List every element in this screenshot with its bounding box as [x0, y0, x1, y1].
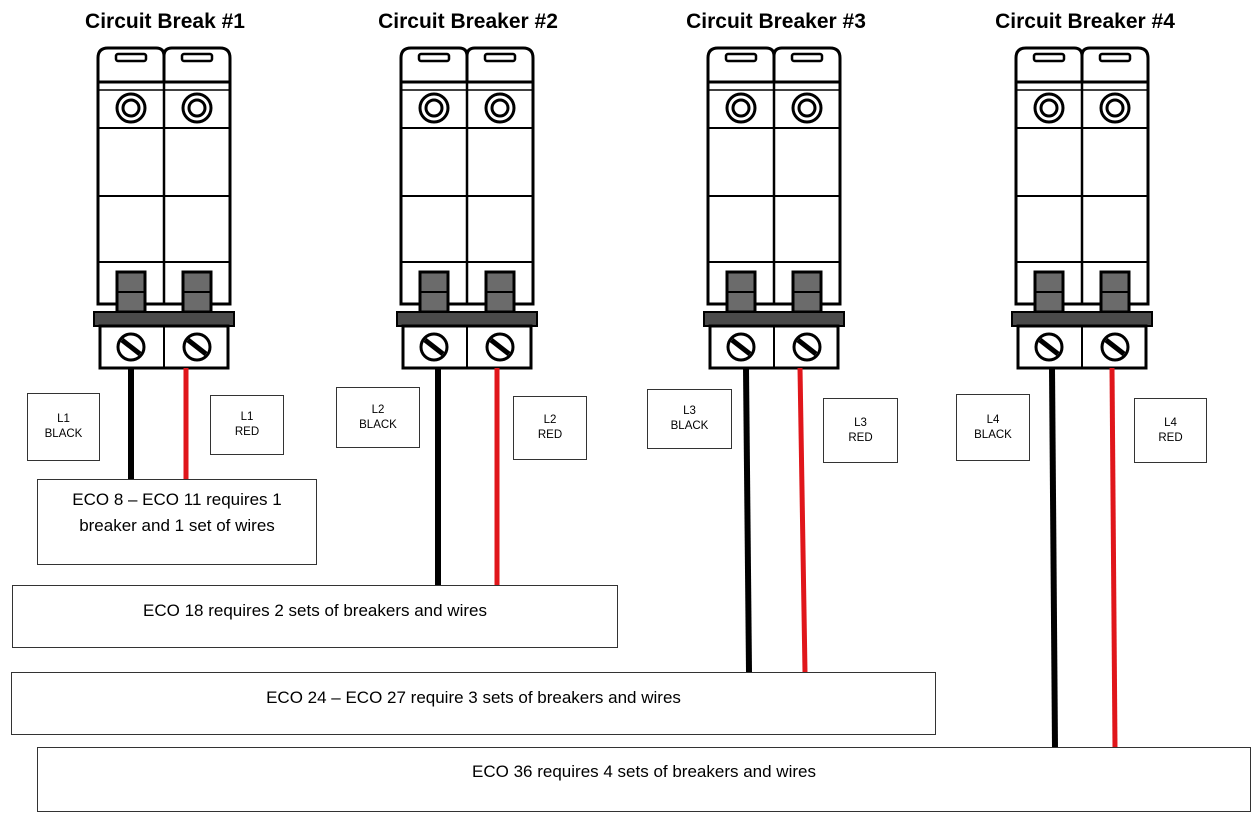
label-l3-black: L3 BLACK: [647, 389, 732, 449]
note-one-breaker-line1: ECO 8 – ECO 11 requires 1: [72, 490, 282, 509]
note-three-breakers-text: ECO 24 – ECO 27 require 3 sets of breake…: [266, 688, 681, 707]
label-l3-red-color: RED: [848, 431, 873, 444]
label-l4-red: L4 RED: [1134, 398, 1207, 463]
label-l1-black-id: L1: [57, 413, 70, 425]
label-l1-red-id: L1: [240, 411, 254, 423]
breaker-4-title: Circuit Breaker #4: [995, 10, 1175, 33]
wire-l3-black: [743, 367, 752, 673]
breaker-1-title: Circuit Break #1: [85, 10, 245, 33]
note-one-breaker: ECO 8 – ECO 11 requires 1 breaker and 1 …: [37, 479, 317, 565]
label-l3-red: L3 RED: [823, 398, 898, 463]
label-l1-black-color: BLACK: [44, 428, 83, 440]
note-four-breakers-text: ECO 36 requires 4 sets of breakers and w…: [472, 762, 816, 781]
label-l3-black-id: L3: [683, 405, 696, 417]
label-l4-red-color: RED: [1158, 431, 1183, 444]
note-two-breakers-text: ECO 18 requires 2 sets of breakers and w…: [143, 601, 487, 620]
label-l2-black-id: L2: [371, 403, 385, 416]
label-l3-red-id: L3: [854, 416, 867, 429]
label-l1-red-color: RED: [234, 426, 260, 438]
breaker-1: [94, 46, 234, 368]
label-l2-black: L2 BLACK: [336, 387, 420, 448]
note-four-breakers: ECO 36 requires 4 sets of breakers and w…: [37, 747, 1251, 812]
label-l4-black-color: BLACK: [974, 428, 1012, 441]
label-l2-red-id: L2: [543, 414, 557, 426]
breaker-4: [1012, 46, 1152, 368]
breaker-2: [397, 46, 537, 368]
label-l4-black: L4 BLACK: [956, 394, 1030, 461]
label-l4-black-id: L4: [986, 413, 1000, 426]
label-l2-red: L2 RED: [513, 396, 587, 460]
wire-l4-black: [1049, 367, 1058, 749]
note-three-breakers: ECO 24 – ECO 27 require 3 sets of breake…: [11, 672, 936, 735]
label-l4-red-id: L4: [1164, 416, 1177, 429]
note-two-breakers: ECO 18 requires 2 sets of breakers and w…: [12, 585, 618, 648]
label-l2-black-color: BLACK: [359, 418, 397, 431]
breaker-2-title: Circuit Breaker #2: [378, 10, 558, 33]
label-l1-black: L1 BLACK: [27, 393, 100, 461]
label-l2-red-color: RED: [537, 429, 563, 441]
breaker-3: [704, 46, 844, 368]
breaker-3-title: Circuit Breaker #3: [686, 10, 866, 33]
wire-l4-red: [1109, 367, 1118, 749]
note-one-breaker-line2: breaker and 1 set of wires: [79, 516, 275, 535]
wire-l3-red: [797, 367, 808, 673]
label-l1-red: L1 RED: [210, 395, 284, 455]
label-l3-black-color: BLACK: [670, 420, 709, 432]
